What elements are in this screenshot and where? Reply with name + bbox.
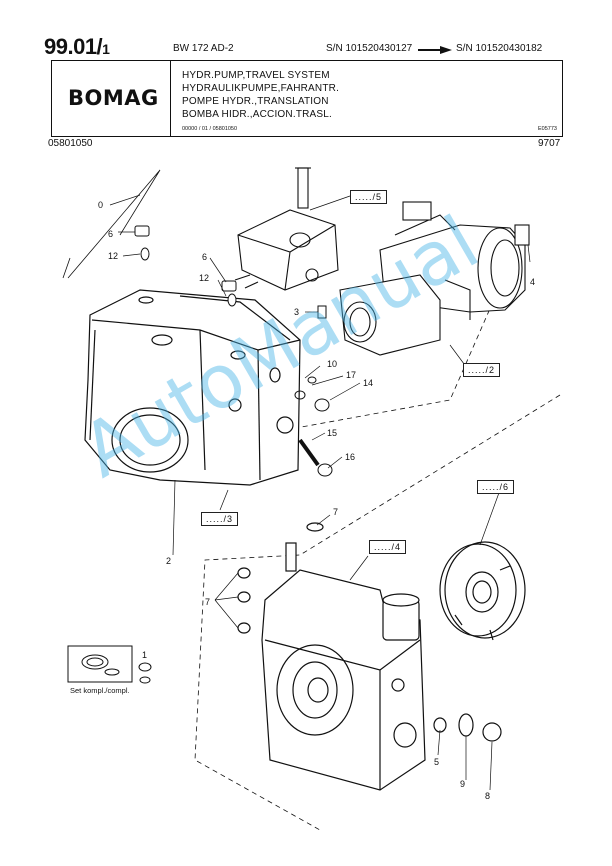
serial-to: S/N 101520430182: [456, 43, 543, 54]
ref-box-2: ...../2: [463, 363, 501, 377]
ref-box-3: ...../3: [201, 512, 239, 526]
callout-12: 12: [108, 251, 119, 261]
callout-12: 12: [199, 273, 210, 283]
callout-7: 7: [333, 507, 339, 517]
servo-cylinder: [339, 201, 530, 356]
title-fr: POMPE HYDR.,TRANSLATION: [182, 96, 329, 107]
title-en: HYDR.PUMP,TRAVEL SYSTEM: [182, 70, 330, 81]
ref-box-4: ...../4: [369, 540, 407, 554]
callout-10: 10: [327, 359, 338, 369]
title-divider: [170, 60, 172, 137]
callout-17: 17: [346, 370, 357, 380]
small-parts: [134, 225, 333, 477]
callout-15: 15: [327, 428, 338, 438]
callout-0: 0: [98, 200, 104, 210]
pump-housing: [84, 289, 301, 486]
callout-4: 4: [530, 277, 536, 287]
title-block: [51, 60, 563, 137]
callout-6: 6: [108, 229, 114, 239]
seal-kit: [67, 645, 152, 684]
ref-box-6: ...../6: [477, 480, 515, 494]
document-number: 05801050: [48, 138, 93, 149]
title-es: BOMBA HIDR.,ACCION.TRASL.: [182, 109, 333, 120]
callout-3: 3: [294, 307, 300, 317]
leader-lines: [109, 194, 531, 791]
callout-5: 5: [434, 757, 440, 767]
bomag-logo: BOMAG: [68, 86, 159, 110]
document-date: 9707: [538, 138, 561, 149]
callout-6: 6: [202, 252, 208, 262]
serial-from: S/N 101520430127: [326, 43, 413, 54]
callout-14: 14: [363, 378, 374, 388]
callout-2: 2: [166, 556, 172, 566]
ref-box-5: ...../5: [350, 190, 388, 204]
callout-9: 9: [460, 779, 466, 789]
machine-model: BW 172 AD-2: [173, 43, 234, 54]
page-number: 99.01/1: [44, 34, 110, 59]
callout-7: 7: [205, 597, 211, 607]
callout-8: 8: [485, 791, 491, 801]
flange-disc: [439, 541, 526, 641]
reference-code: 00000 / 01 / 05801050: [182, 126, 238, 132]
arrow-right-icon: [418, 46, 452, 54]
drawing-code: E05773: [538, 126, 557, 132]
set-label: Set kompl./compl.: [70, 686, 130, 695]
title-de: HYDRAULIKPUMPE,FAHRANTR.: [182, 83, 340, 94]
callout-1: 1: [142, 650, 148, 660]
control-valve: [234, 167, 339, 291]
callout-16: 16: [345, 452, 356, 462]
